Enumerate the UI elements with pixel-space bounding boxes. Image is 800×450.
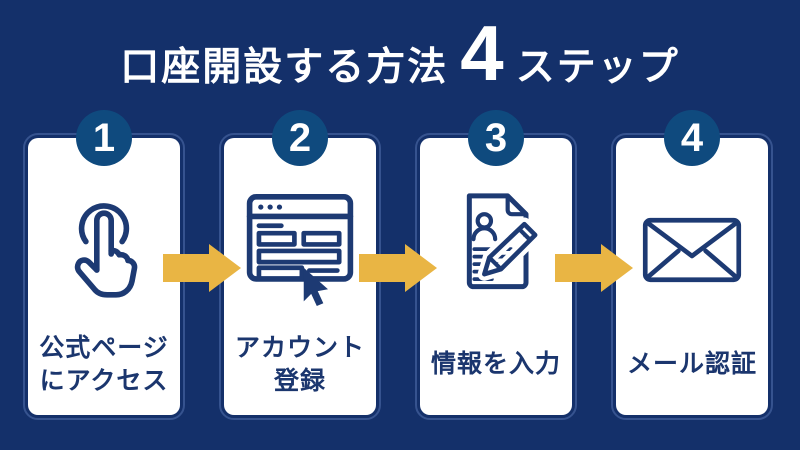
document-pencil-icon (420, 172, 572, 328)
browser-form-cursor-icon (224, 172, 376, 328)
step-label: アカウント 登録 (224, 328, 376, 415)
right-arrow-icon (163, 244, 241, 292)
step-number-badge: 2 (272, 110, 328, 166)
step-number-badge: 3 (468, 110, 524, 166)
step-label-line1: 公式ページ (39, 333, 169, 362)
title-prefix: 口座開設する方法 (120, 46, 449, 89)
step-card-4: 4 メール認証 (611, 110, 773, 420)
right-arrow-icon (359, 244, 437, 292)
step-label-line1: メール認証 (626, 350, 757, 378)
step-label: 公式ページ にアクセス (28, 328, 180, 415)
step-label-line2: にアクセス (39, 366, 169, 395)
step-card-1: 1 公式ページ にアクセス (23, 110, 185, 420)
step-label: 情報を入力 (420, 328, 572, 415)
step-label: メール認証 (616, 328, 768, 415)
step-label-line2: 登録 (273, 366, 326, 395)
envelope-icon (616, 172, 768, 328)
title-step-count: 4 (460, 9, 504, 97)
tap-finger-icon (28, 172, 180, 328)
title-suffix: ステップ (515, 46, 680, 89)
step-card-2: 2 アカウント 登録 (219, 110, 381, 420)
step-label-line1: アカウント (234, 333, 365, 362)
page-title: 口座開設する方法 4 ステップ (0, 14, 800, 100)
step-card-3: 3 情報を入力 (415, 110, 577, 420)
step-label-line1: 情報を入力 (430, 350, 561, 378)
step-number-badge: 1 (76, 110, 132, 166)
right-arrow-icon (555, 244, 633, 292)
step-number-badge: 4 (664, 110, 720, 166)
